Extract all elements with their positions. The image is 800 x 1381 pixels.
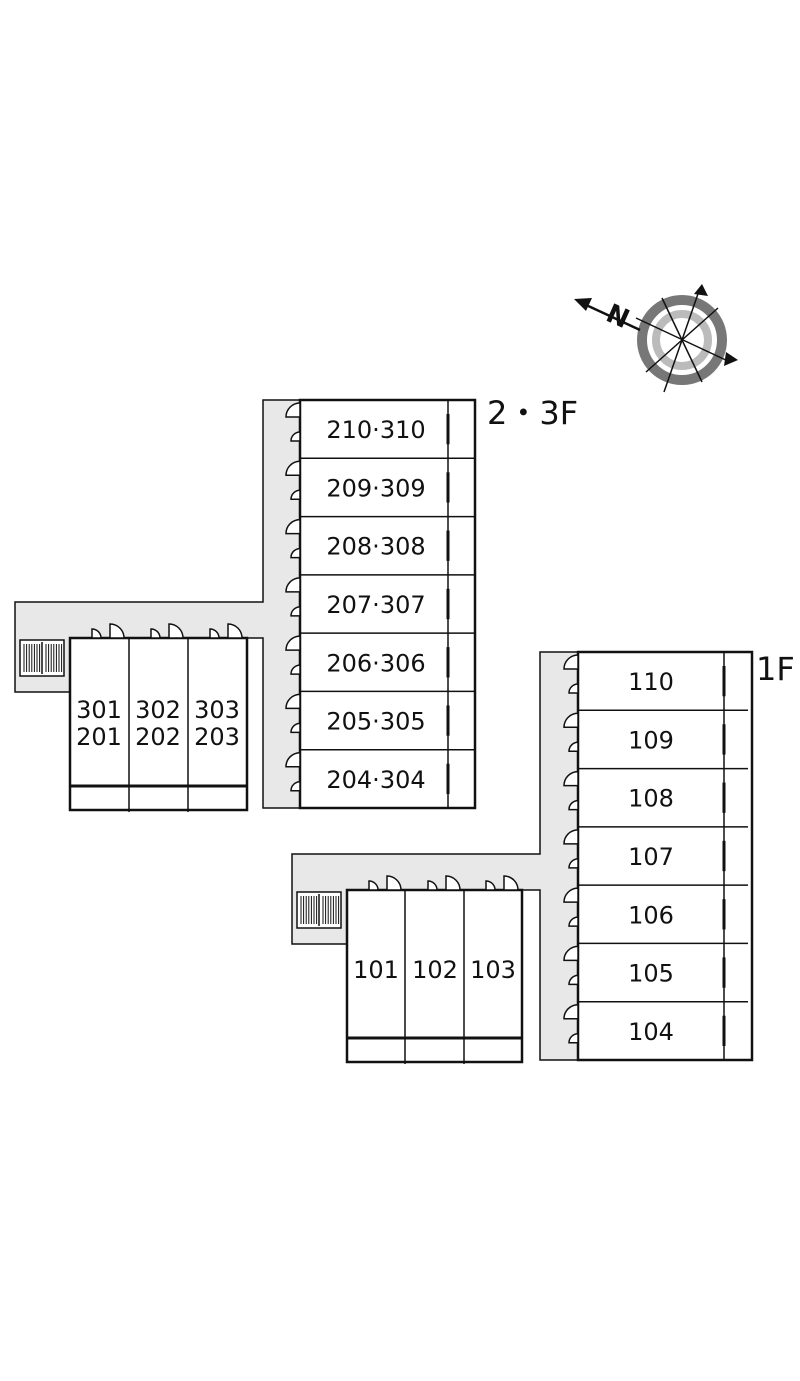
upper-wing-label-303: 303: [194, 696, 240, 724]
ground-door-icon-110: [563, 654, 579, 694]
north-arrow-head: [574, 298, 592, 311]
upper-wing-label-301: 301: [76, 696, 122, 724]
ground-staircase-icon: [296, 891, 342, 929]
compass-north-letter: N: [602, 299, 634, 335]
ground-door-icon-108: [563, 770, 579, 811]
upper-door-icon-204: [285, 751, 301, 792]
upper-room-label-207: 207·307: [326, 591, 425, 619]
ground-wing-label-102: 102: [412, 956, 458, 984]
ground-room-label-105: 105: [628, 960, 674, 988]
ground-wing-label-103: 103: [470, 956, 516, 984]
ground-wing-doors: [368, 875, 519, 891]
upper-room-label-208: 208·308: [326, 533, 425, 561]
compass-needle-4: [663, 287, 701, 393]
upper-stack-outline: [298, 398, 477, 810]
upper-wing-door-icon-303: [209, 623, 243, 639]
ground-room-label-110: 110: [628, 668, 674, 696]
upper-staircase-icon: [19, 639, 65, 677]
ground-door-icon-104: [563, 1003, 579, 1044]
upper-floor-plan: 210·310 209·309 208·308 207·307 206·306 205·3…: [14, 394, 578, 812]
upper-door-icon-207: [285, 577, 301, 617]
ground-door-icon-106: [563, 887, 579, 927]
upper-wing-door-icon-302: [150, 623, 184, 639]
ground-stack-rows: 110 109 108 107 106 105 104: [563, 654, 748, 1046]
upper-room-label-205: 205·305: [326, 708, 425, 736]
upper-wing-label-201: 201: [76, 723, 122, 751]
upper-room-label-209: 209·309: [326, 474, 425, 502]
ground-wing-door-icon-102: [427, 875, 461, 891]
upper-room-label-204: 204·304: [326, 766, 425, 794]
ground-room-label-107: 107: [628, 843, 674, 871]
ground-room-label-109: 109: [628, 726, 674, 754]
ground-wing-outline: [345, 888, 524, 1064]
upper-door-icon-208: [285, 518, 301, 559]
upper-wing-label-202: 202: [135, 723, 181, 751]
upper-door-icon-209: [285, 460, 301, 501]
compass-inner-ring: [652, 310, 712, 370]
upper-stack-rows: 210·310 209·309 208·308 207·307 206·306 205·3…: [285, 402, 475, 794]
ground-wing-labels: 101 102 103: [353, 956, 516, 984]
upper-wing-outline: [68, 636, 249, 812]
compass: N: [574, 284, 738, 393]
upper-wing-label-302: 302: [135, 696, 181, 724]
upper-floor-label: 2・3F: [487, 394, 578, 432]
upper-door-icon-206: [285, 635, 301, 675]
ground-door-icon-105: [563, 945, 579, 986]
ground-wing-label-101: 101: [353, 956, 399, 984]
upper-door-icon-210: [285, 402, 301, 442]
upper-wing-label-203: 203: [194, 723, 240, 751]
ground-room-label-106: 106: [628, 901, 674, 929]
ground-room-label-104: 104: [628, 1018, 674, 1046]
upper-wing-door-icon-301: [91, 623, 125, 639]
ground-floor-label: 1F: [756, 650, 795, 688]
ground-floor-plan: 110 109 108 107 106 105 104 101 102 103 1F: [291, 650, 795, 1064]
upper-wing-doors: [91, 623, 243, 639]
upper-door-icon-205: [285, 693, 301, 734]
ground-room-label-108: 108: [628, 785, 674, 813]
upper-room-label-210: 210·310: [326, 416, 425, 444]
ground-wing-door-icon-101: [368, 875, 402, 891]
upper-room-label-206: 206·306: [326, 649, 425, 677]
ground-door-icon-107: [563, 829, 579, 869]
compass-arrow-tip-se: [724, 352, 738, 366]
compass-outer-ring: [637, 295, 727, 385]
ground-wing-door-icon-103: [485, 875, 519, 891]
north-arrow-icon: [583, 302, 641, 332]
compass-arrow-tip-ne: [694, 284, 708, 296]
ground-door-icon-109: [563, 712, 579, 753]
